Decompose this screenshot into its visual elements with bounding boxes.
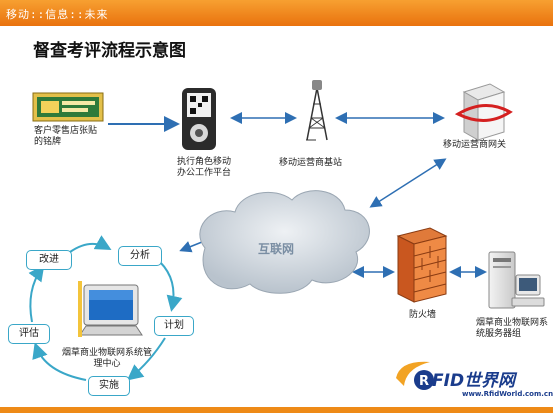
header-bar: 移动::信息::未来 [0,0,553,26]
cycle-arrow-plan-implement [126,337,166,381]
gateway-label: 移动运营商网关 [443,140,507,150]
firewall-icon [396,227,448,303]
cycle-step-improve: 改进 [26,250,72,270]
pda-device [182,88,216,150]
cycle-arrow-improve-analyze [69,235,112,253]
logo-text: FID世界网 [432,371,516,391]
cycle-step-evaluate: 评估 [8,324,50,344]
internet-cloud [199,190,370,294]
rfidworld-logo: FID世界网 www.RfidWorld.com.cn [398,362,553,402]
tower-label: 移动运营商基站 [279,158,343,168]
cycle-arrow-implement-evaluate [32,342,87,381]
svg-text:R: R [419,374,429,389]
diagram-title: 督查考评流程示意图 [33,41,186,61]
rfid-logo-mark: R [396,361,434,390]
cloud-label: 互联网 [258,242,295,256]
cycle-arrow-evaluate-improve [28,264,45,323]
center-label: 烟草商业物联网系统管理中心 [61,348,152,369]
cycle-step-analyze: 分析 [118,246,162,266]
firewall-label: 防火墙 [409,310,437,320]
pda-label: 执行角色移动办公工作平台 [177,157,232,178]
computer-icon [78,281,143,337]
plaque-label: 客户零售店张贴的铭牌 [34,126,98,147]
server-group-icon [488,251,545,309]
server-label: 烟草商业物联网系统服务器组 [476,318,549,339]
cycle-arrow-analyze-plan [159,261,183,312]
plaque-image [32,92,104,122]
arrow-cloud-gateway [369,158,447,208]
logo-url: www.RfidWorld.com.cn [462,390,553,398]
header-slogan: 移动::信息::未来 [6,8,109,21]
footer-bar [0,407,553,413]
gateway-server-icon [454,83,513,141]
cycle-step-implement: 实施 [88,376,130,396]
cycle-step-plan: 计划 [154,316,194,336]
cell-tower-icon [306,80,328,141]
